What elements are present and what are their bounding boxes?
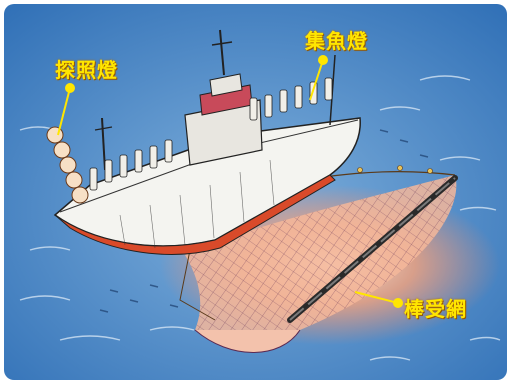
fish-lamp-label: 集魚燈 <box>305 29 368 53</box>
callout-lines <box>57 55 403 308</box>
fishing-boat <box>53 29 361 255</box>
stick-net-label: 棒受網 <box>404 297 467 321</box>
stick-net <box>174 165 458 353</box>
searchlight-label: 探照燈 <box>55 58 118 82</box>
fish-lamps <box>89 77 333 191</box>
